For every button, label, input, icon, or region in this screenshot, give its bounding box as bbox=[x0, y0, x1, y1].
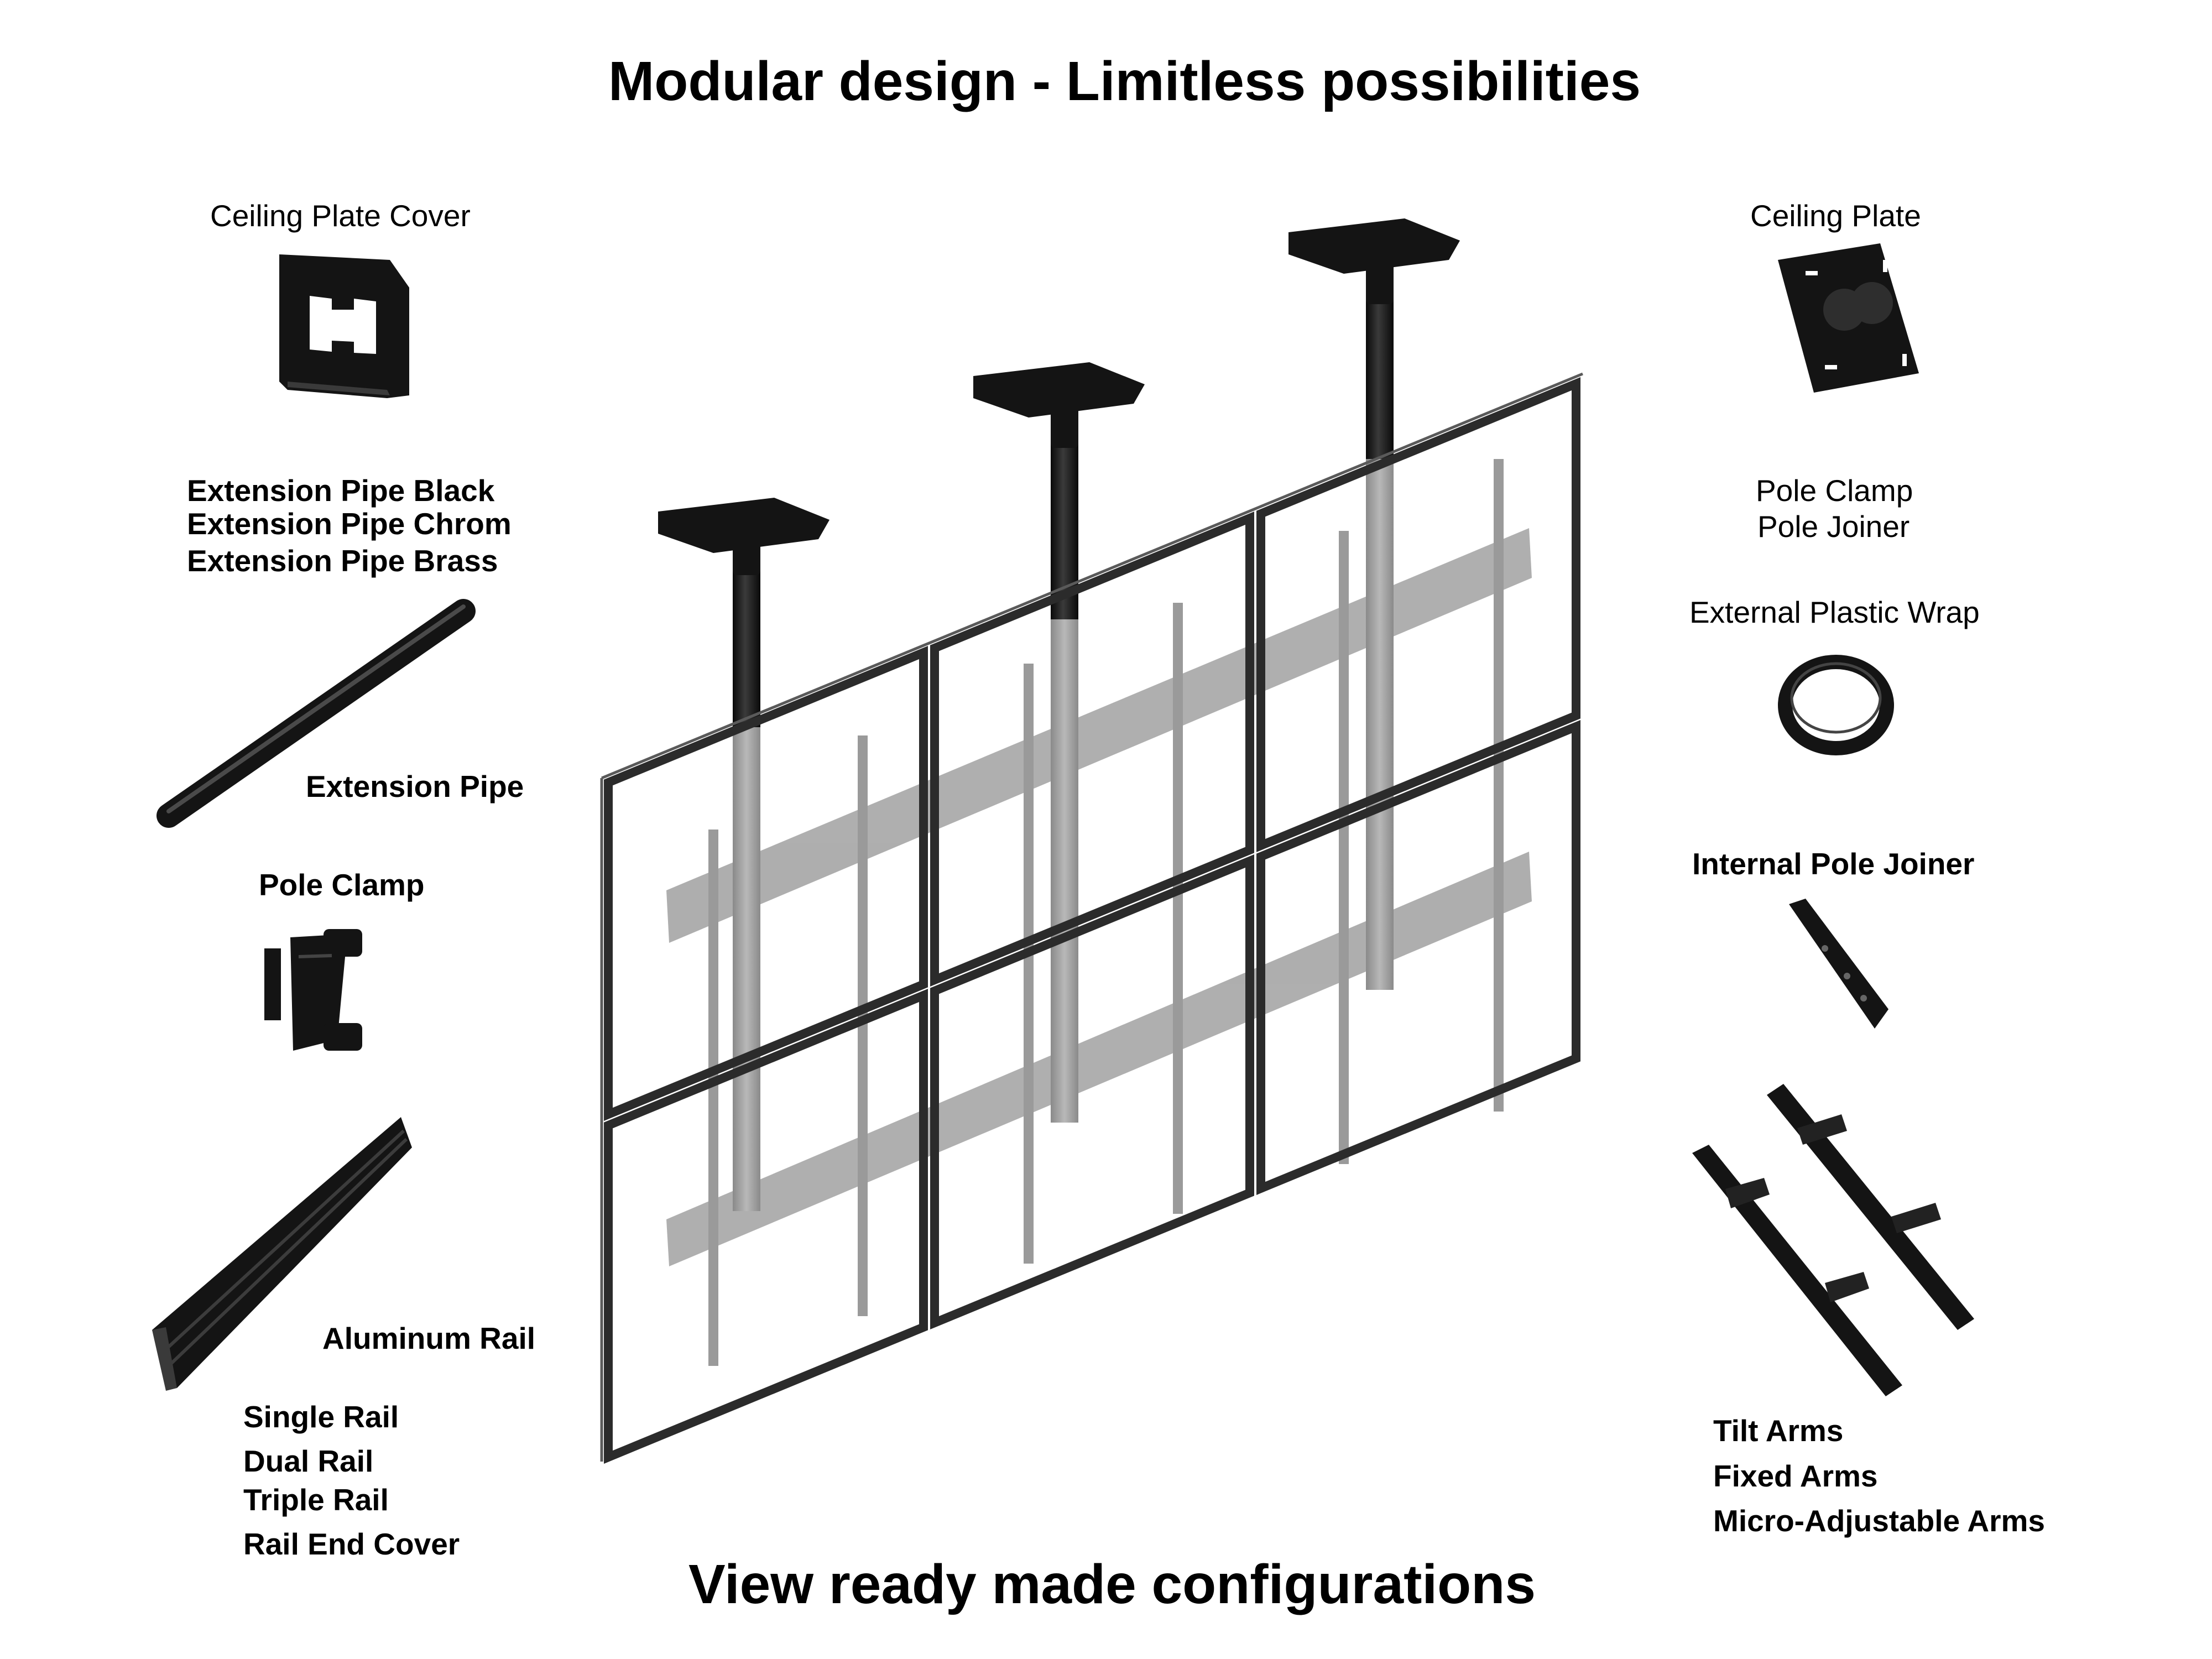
label-rail-end-cover: Rail End Cover bbox=[243, 1527, 460, 1561]
ceiling-plate-cover-image bbox=[279, 254, 409, 398]
ceiling-plate-image bbox=[1778, 243, 1919, 393]
label-extension-pipe: Extension Pipe bbox=[306, 769, 524, 804]
label-extension-pipe-black: Extension Pipe Black bbox=[187, 473, 495, 508]
external-plastic-wrap-image bbox=[1778, 655, 1894, 755]
label-single-rail: Single Rail bbox=[243, 1400, 399, 1434]
view-configurations-link[interactable]: View ready made configurations bbox=[688, 1553, 1536, 1615]
page-title: Modular design - Limitless possibilities bbox=[608, 50, 1641, 112]
label-pole-clamp-left: Pole Clamp bbox=[259, 868, 425, 902]
label-ceiling-plate: Ceiling Plate bbox=[1750, 199, 1921, 233]
label-extension-pipe-brass: Extension Pipe Brass bbox=[187, 544, 498, 578]
label-ceiling-plate-cover: Ceiling Plate Cover bbox=[210, 199, 471, 233]
aluminum-rail-image bbox=[152, 1117, 412, 1391]
label-external-plastic-wrap: External Plastic Wrap bbox=[1689, 595, 1980, 629]
label-dual-rail: Dual Rail bbox=[243, 1444, 374, 1478]
label-internal-pole-joiner: Internal Pole Joiner bbox=[1692, 847, 1975, 881]
video-wall-assembly bbox=[600, 218, 1583, 1464]
label-extension-pipe-chrom: Extension Pipe Chrom bbox=[187, 507, 512, 541]
label-aluminum-rail: Aluminum Rail bbox=[322, 1321, 536, 1355]
label-triple-rail: Triple Rail bbox=[243, 1483, 389, 1517]
label-pole-joiner: Pole Joiner bbox=[1757, 509, 1910, 544]
label-pole-clamp-right: Pole Clamp bbox=[1756, 473, 1913, 508]
label-fixed-arms: Fixed Arms bbox=[1713, 1459, 1878, 1493]
internal-pole-joiner-image bbox=[1789, 899, 1888, 1029]
extension-pipe-image bbox=[156, 599, 476, 828]
label-micro-adjustable-arms: Micro-Adjustable Arms bbox=[1713, 1504, 2046, 1538]
pole-clamp-image bbox=[264, 929, 362, 1051]
label-tilt-arms: Tilt Arms bbox=[1713, 1413, 1844, 1448]
display-arms-image bbox=[1692, 1084, 1974, 1396]
